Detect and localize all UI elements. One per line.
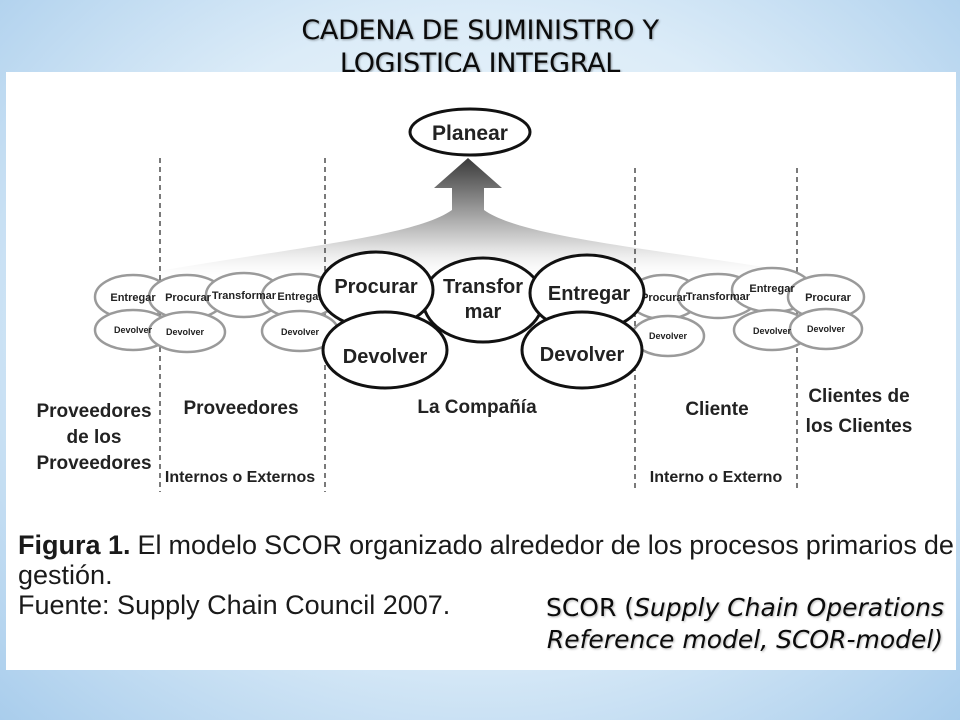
caption-line-1: Figura 1. El modelo SCOR organizado alre… [18,530,954,560]
scor-note-italic: Supply Chain Operations [634,593,944,622]
company-process-label: mar [465,301,502,323]
figure-label: Figura 1. [18,530,131,560]
small-process-label: Devolver [114,325,153,335]
small-process-label: Devolver [753,326,792,336]
caption-word: modelo [168,530,258,560]
caption-word: alrededor [489,530,604,560]
company-process-label: Devolver [343,346,428,368]
company-process-label: Devolver [540,344,625,366]
small-process-label: Entregar [749,283,795,295]
clients-of-clients-label: los Clientes [806,416,913,437]
small-process-label: Procurar [165,292,212,304]
small-process-label: Devolver [281,327,320,337]
small-process-label: Devolver [649,331,688,341]
caption-word: los [647,530,683,560]
company-process-node [321,310,449,390]
company-process-label: Transfor [443,276,523,298]
suppliers-sublabel: Internos o Externos [165,469,315,486]
scor-diagram: Planear Entregar Procurar Transformar En… [36,107,913,492]
slide-title: CADENA DE SUMINISTRO Y LOGISTICA INTEGRA… [0,14,960,80]
small-process-label: Devolver [166,327,205,337]
caption-word: procesos [689,530,799,560]
scor-note-line1: SCOR (Supply Chain Operations [546,592,944,624]
small-process-label: Devolver [807,324,846,334]
plan-process-label: Planear [432,122,508,145]
suppliers-of-suppliers-label: Proveedores [36,453,151,474]
small-process-label: Transformar [686,291,751,303]
suppliers-of-suppliers-label: Proveedores [36,401,151,422]
caption-word: de [610,530,641,560]
company-process-label: Procurar [334,276,418,298]
caption-word: SCOR [264,530,343,560]
small-process-label: Procurar [641,292,688,304]
slide-title-line1: CADENA DE SUMINISTRO Y [301,15,659,46]
caption-source: Fuente: Supply Chain Council 2007. [18,590,451,620]
small-process-label: Entregar [277,291,323,303]
plan-process-node [408,107,532,157]
company-process-label: Entregar [548,283,630,305]
small-process-label: Procurar [805,292,852,304]
small-process-label: Entregar [110,292,156,304]
company-process-node [520,310,644,390]
caption-word: El [137,530,162,560]
convergence-arrow [100,158,855,282]
clients-of-clients-label: Clientes de [808,386,909,407]
scor-note: SCOR (Supply Chain Operations Reference … [546,592,944,656]
small-process-node [788,307,864,351]
scor-note-prefix: SCOR ( [545,593,635,622]
suppliers-of-suppliers-label: de los [67,427,122,448]
scor-note-line2: Reference model, SCOR-model) [546,624,944,656]
figure-caption: Figura 1. El modelo SCOR organizado alre… [18,530,954,620]
caption-line-2: gestión. [18,560,113,590]
suppliers-label: Proveedores [183,398,298,419]
caption-word: organizado [349,530,483,560]
scor-note-italic: Reference model, SCOR-model) [546,625,944,654]
client-sublabel: Interno o Externo [650,469,783,486]
client-label: Cliente [685,399,748,420]
company-label: La Compañía [417,397,537,418]
caption-word: de [923,530,954,560]
small-process-label: Transformar [212,290,277,302]
company-process-node [421,256,545,344]
small-process-node [147,310,227,354]
caption-word: primarios [805,530,917,560]
